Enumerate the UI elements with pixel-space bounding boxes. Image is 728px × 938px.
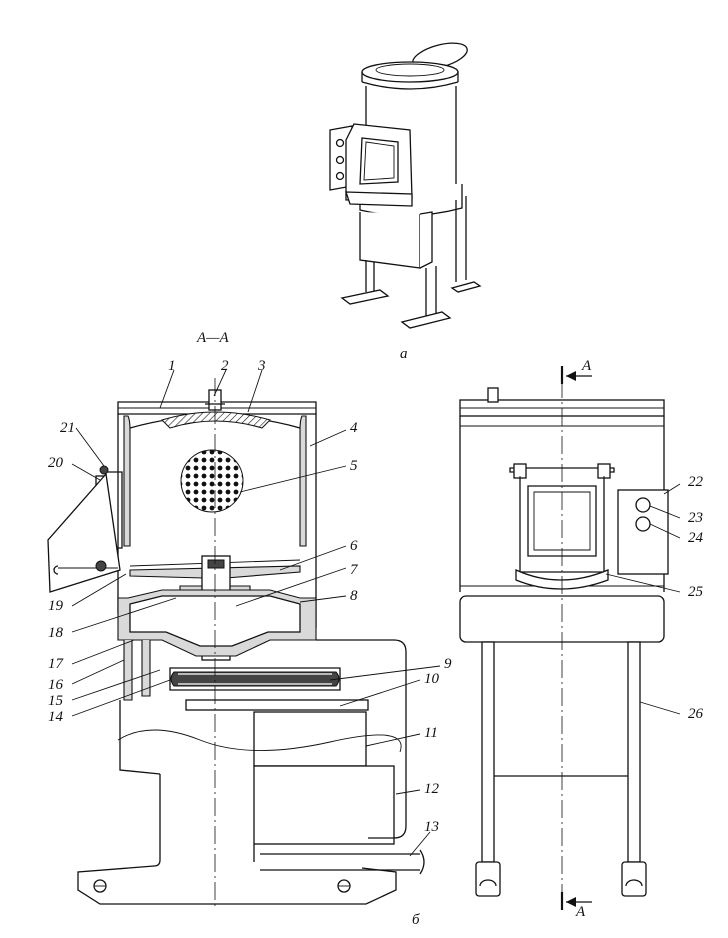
- callout-10: 10: [424, 671, 440, 687]
- callout-5: 5: [350, 458, 358, 474]
- cut-mark-bottom: A: [575, 904, 586, 920]
- callout-16: 16: [48, 677, 64, 693]
- section-view-b: [47, 378, 425, 908]
- callout-15: 15: [48, 693, 64, 709]
- callout-18: 18: [48, 625, 64, 641]
- leader-lines: [71, 369, 681, 857]
- callout-22: 22: [688, 474, 704, 490]
- callout-19: 19: [48, 598, 64, 614]
- cut-mark-top: A: [581, 358, 592, 374]
- callout-23: 23: [688, 510, 703, 526]
- callout-17: 17: [48, 656, 65, 672]
- callout-12: 12: [424, 781, 440, 797]
- sublabel-b: б: [412, 912, 420, 928]
- front-view-b: [459, 366, 669, 910]
- callout-4: 4: [350, 420, 358, 436]
- callout-6: 6: [350, 538, 358, 554]
- callout-labels: 1 2 3 4 5 6 7 8 9 10 11 12 13 14 15 16 1…: [48, 358, 704, 835]
- callout-3: 3: [257, 358, 266, 374]
- callout-2: 2: [221, 358, 229, 374]
- callout-26: 26: [688, 706, 704, 722]
- callout-8: 8: [350, 588, 358, 604]
- callout-11: 11: [424, 725, 438, 741]
- callout-9: 9: [444, 656, 452, 672]
- callout-1: 1: [168, 358, 176, 374]
- callout-13: 13: [424, 819, 439, 835]
- callout-25: 25: [688, 584, 704, 600]
- callout-21: 21: [60, 420, 75, 436]
- callout-24: 24: [688, 530, 704, 546]
- callout-14: 14: [48, 709, 64, 725]
- section-label: A—A: [196, 330, 230, 346]
- perspective-view-a: [329, 42, 482, 329]
- callout-7: 7: [350, 562, 359, 578]
- callout-20: 20: [48, 455, 64, 471]
- sublabel-a: а: [400, 346, 408, 362]
